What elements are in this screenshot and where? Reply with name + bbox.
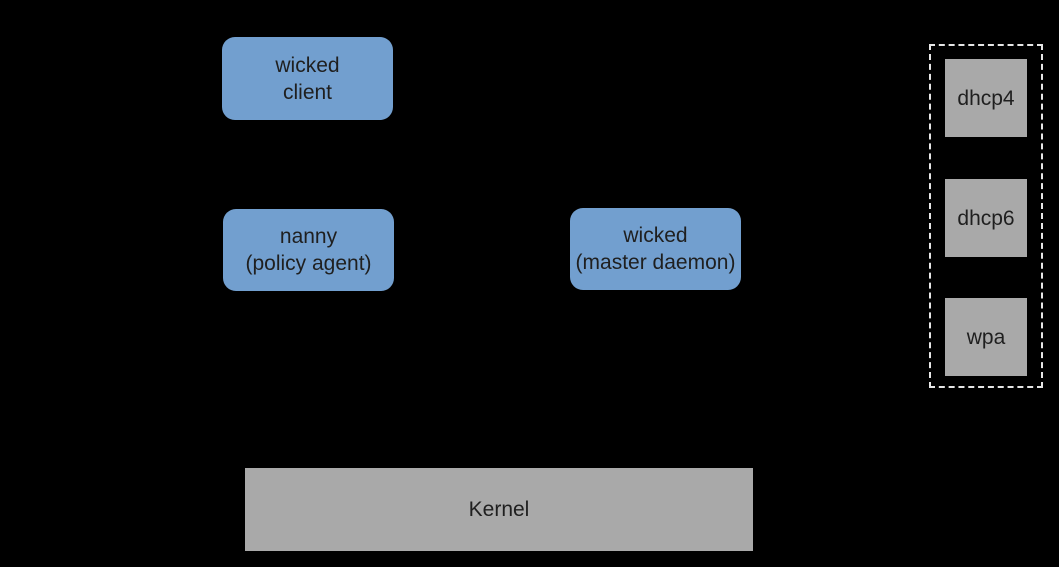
node-wicked-client-label-line2: client — [282, 80, 333, 104]
node-dhcp4: dhcp4 — [945, 59, 1027, 137]
node-nanny-label-line2: (policy agent) — [245, 252, 372, 275]
node-wicked-master-label-line1: wicked — [623, 224, 688, 247]
node-nanny-policy-agent: nanny (policy agent) — [223, 209, 394, 291]
node-dhcp4-label: dhcp4 — [957, 86, 1015, 110]
node-wicked-client: wicked client — [222, 37, 393, 120]
node-wpa-label: wpa — [966, 325, 1006, 349]
node-wpa: wpa — [945, 298, 1027, 376]
node-dhcp6: dhcp6 — [945, 179, 1027, 257]
node-kernel-label: Kernel — [468, 498, 530, 521]
supplicants-frame: dhcp4 dhcp6 wpa — [929, 44, 1043, 388]
node-wicked-master-daemon: wicked (master daemon) — [570, 208, 741, 290]
node-nanny-label-line1: nanny — [279, 225, 338, 248]
node-dhcp6-label: dhcp6 — [957, 206, 1015, 230]
node-wicked-client-label-line1: wicked — [275, 53, 340, 77]
node-kernel: Kernel — [245, 468, 753, 551]
node-wicked-master-label-line2: (master daemon) — [575, 251, 736, 274]
